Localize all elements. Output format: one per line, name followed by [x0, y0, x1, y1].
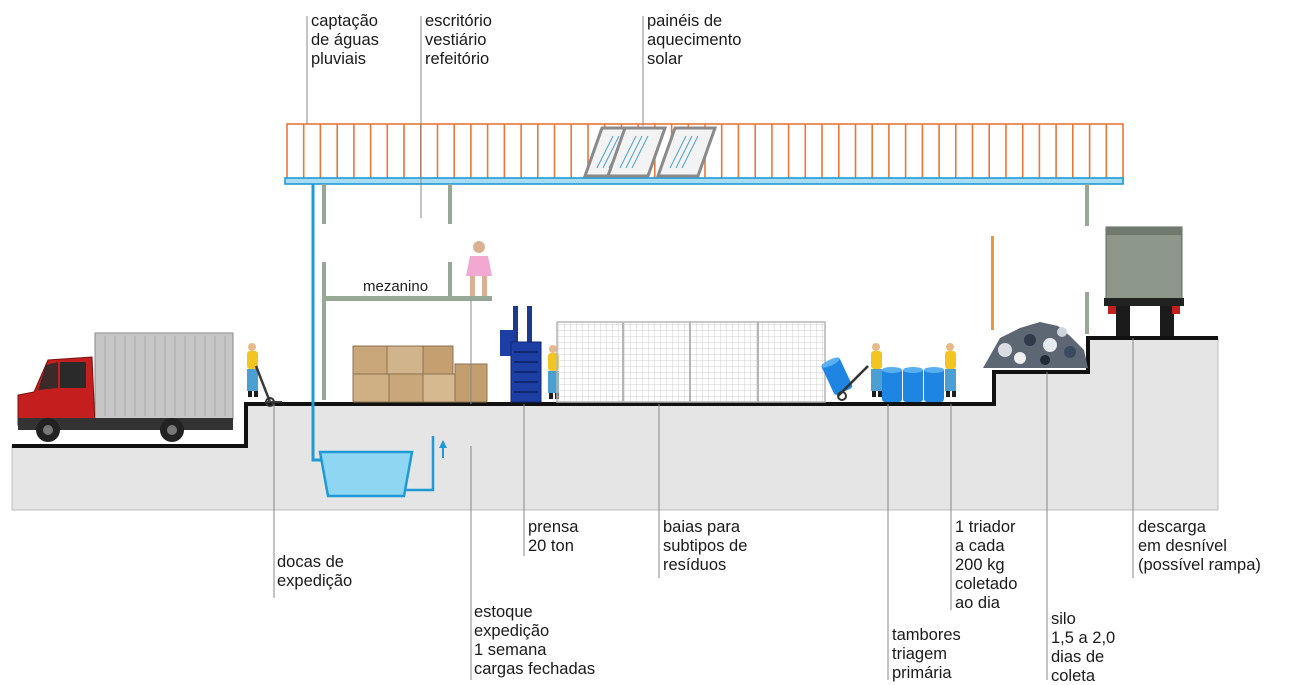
label-paineis-line: aquecimento	[647, 31, 742, 49]
solar-panels-icon	[582, 126, 718, 178]
label-tambores-line: primária	[892, 664, 952, 682]
truck-right-icon	[1104, 226, 1184, 336]
ground-line	[12, 336, 1218, 448]
label-docas-line: expedição	[277, 572, 353, 590]
label-triador-line: ao dia	[955, 594, 1000, 612]
label-captacao-line: de águas	[311, 31, 379, 49]
label-tambores-line: triagem	[892, 645, 948, 663]
label-silo-line: silo	[1051, 610, 1076, 628]
label-escritorio-line: escritório	[425, 12, 492, 30]
label-docas-line: docas de	[277, 553, 344, 571]
hand-truck-icon	[254, 364, 284, 408]
silo-post	[991, 236, 994, 330]
mesh-bays-icon	[556, 321, 826, 403]
press-machine-icon	[500, 306, 542, 403]
waste-pile-icon	[983, 322, 1088, 368]
label-silo-line: coleta	[1051, 667, 1096, 685]
label-estoque-line: estoque	[474, 603, 533, 621]
gutter-beam	[284, 177, 1124, 185]
structure	[322, 184, 1089, 400]
label-escritorio-line: refeitório	[425, 50, 490, 68]
label-estoque-line: expedição	[474, 622, 550, 640]
label-prensa-line: prensa	[528, 518, 579, 536]
label-escritorio-line: vestiário	[425, 31, 487, 49]
label-captacao-line: pluviais	[311, 50, 367, 68]
label-tambores-line: tambores	[892, 626, 961, 644]
leader-lines	[273, 16, 1134, 680]
label-triador-line: 200 kg	[955, 556, 1005, 574]
label-baias-line: resíduos	[663, 556, 727, 574]
label-estoque-line: 1 semana	[474, 641, 547, 659]
label-silo-line: dias de	[1051, 648, 1105, 666]
barrel-worker-icon	[871, 343, 882, 397]
label-prensa-line: 20 ton	[528, 537, 574, 555]
label-triador-line: coletado	[955, 575, 1018, 593]
label-mezanino-line: mezanino	[363, 278, 429, 295]
label-silo-line: 1,5 a 2,0	[1051, 629, 1116, 647]
label-captacao-line: captação	[311, 12, 378, 30]
rainwater-system	[311, 184, 447, 498]
label-mezanino: mezanino	[363, 278, 428, 295]
label-baias-line: baias para	[663, 518, 741, 536]
water-tank-icon	[318, 450, 414, 498]
label-triador-line: a cada	[955, 537, 1005, 555]
barrels-icon	[882, 367, 944, 402]
label-paineis-line: solar	[647, 50, 683, 68]
label-descarga-line: (possível rampa)	[1138, 556, 1261, 574]
barrel-hand-truck-icon	[820, 355, 869, 401]
label-triador-line: 1 triador	[955, 518, 1016, 536]
label-descarga-line: em desnível	[1138, 537, 1227, 555]
label-baias-line: subtipos de	[663, 537, 748, 555]
mezzanine-person-icon	[466, 241, 492, 296]
sorter-worker-icon	[945, 343, 956, 397]
label-descarga-line: descarga	[1138, 518, 1206, 536]
truck-left-icon	[17, 332, 234, 442]
bales-icon	[352, 345, 488, 403]
label-estoque-line: cargas fechadas	[474, 660, 596, 678]
label-paineis-line: painéis de	[647, 12, 723, 30]
